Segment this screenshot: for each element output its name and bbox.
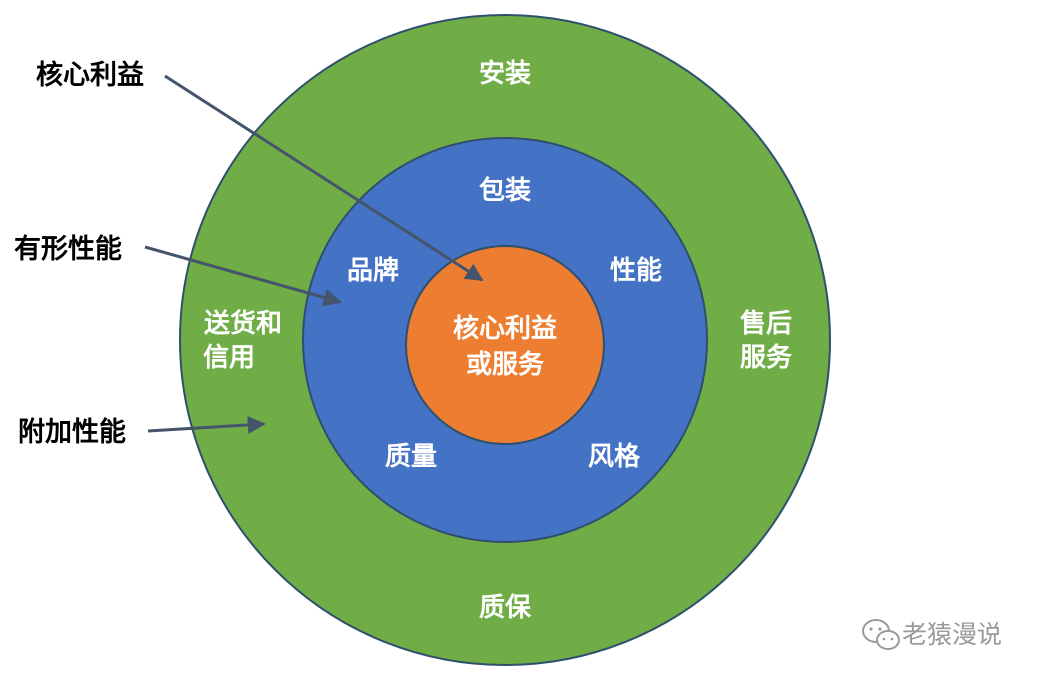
outer-label-warranty: 质保 xyxy=(479,593,532,623)
outer-label-delivery-credit-line1: 送货和 xyxy=(204,308,282,339)
callout-augmented-product: 附加性能 xyxy=(18,416,126,448)
outer-label-after-sales-line1: 售后 xyxy=(740,308,792,339)
outer-label-install: 安装 xyxy=(479,59,531,89)
callout-core-benefit: 核心利益 xyxy=(36,59,144,91)
middle-label-style: 风格 xyxy=(588,441,641,472)
arrow-tangible-product xyxy=(144,245,342,307)
core-label-line1: 核心利益 xyxy=(453,313,557,344)
middle-label-quality: 质量 xyxy=(385,442,437,472)
outer-label-after-sales-line2: 服务 xyxy=(740,343,792,373)
middle-label-packaging: 包装 xyxy=(479,175,531,206)
arrow-augmented-product xyxy=(147,415,266,434)
callout-tangible-product: 有形性能 xyxy=(14,233,122,265)
watermark-text: 老猿漫说 xyxy=(902,620,1002,649)
middle-label-brand: 品牌 xyxy=(347,255,399,286)
outer-label-delivery-credit-line2: 信用 xyxy=(203,343,255,373)
middle-label-performance: 性能 xyxy=(610,255,662,286)
core-circle xyxy=(405,245,605,445)
arrow-core-benefit xyxy=(164,74,484,282)
wechat-icon xyxy=(862,619,900,650)
core-label-line2: 或服务 xyxy=(466,350,544,380)
